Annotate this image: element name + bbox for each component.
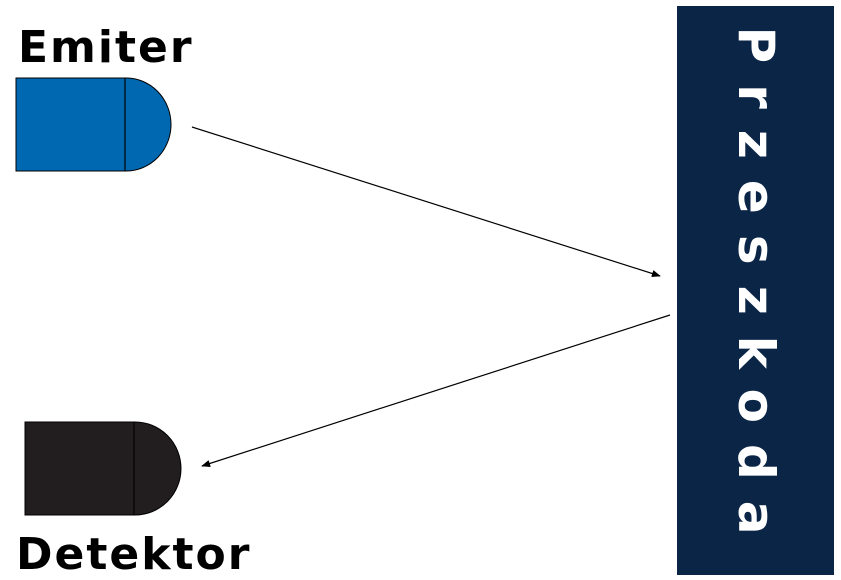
emitter-sensor [15,77,172,172]
detector-label: Detektor [16,529,252,580]
emitter-label: Emiter [18,22,194,73]
detector-sensor [24,421,182,516]
emitted-beam-arrow [191,126,661,277]
obstacle-label: Przeszkoda [726,26,785,555]
reflected-beam-arrow [201,314,671,467]
obstacle-panel: Przeszkoda [677,6,834,575]
